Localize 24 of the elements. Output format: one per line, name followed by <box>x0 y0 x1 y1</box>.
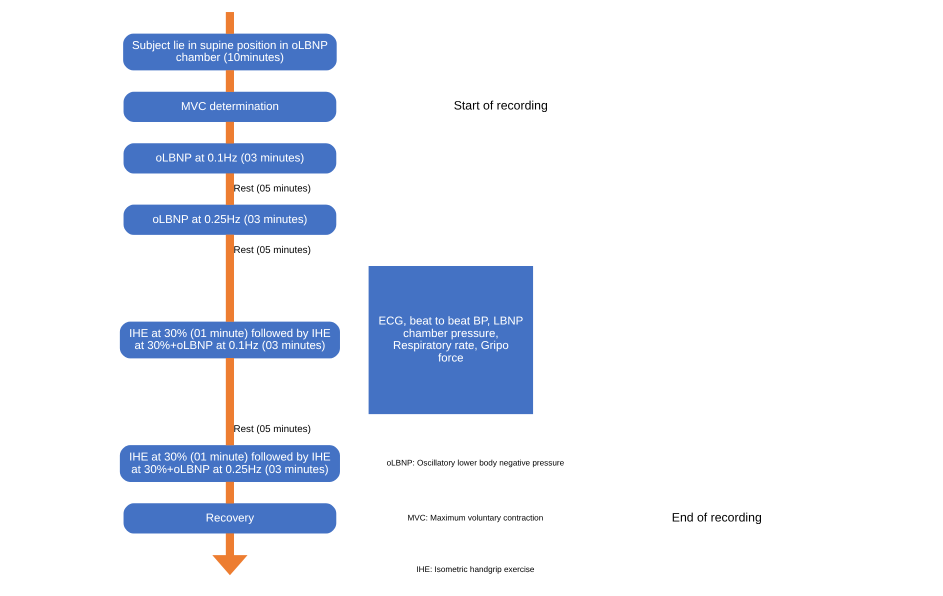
node-box: oLBNP at 0.1Hz (03 minutes) <box>124 143 336 174</box>
label: oLBNP: Oscillatory lower body negative pressure <box>386 458 564 468</box>
connector <box>226 358 234 446</box>
edge-label: Rest (05 minutes) <box>234 424 311 436</box>
label: MVC: Maximum voluntary contraction <box>407 513 544 522</box>
node-box: oLBNP at 0.25Hz (03 minutes) <box>124 204 336 235</box>
node-box: IHE at 30% (01 minute) followed by IHE at 30%+oLBNP at 0.1Hz (03 minutes) <box>120 322 340 358</box>
connector <box>226 122 234 144</box>
arrow <box>212 533 248 576</box>
node-box: Subject lie in supine position in oLBNP chamber (10minutes) <box>123 34 337 70</box>
node-box: ECG, beat to beat BP, LBNP chamber pressure, Respiratory rate, Gripo force <box>368 266 534 414</box>
node-box: MVC determination <box>124 92 336 122</box>
label: Start of recording <box>454 98 548 113</box>
edge-label: Rest (05 minutes) <box>234 244 311 256</box>
node-box: Recovery <box>124 503 336 534</box>
node-box: IHE at 30% (01 minute) followed by IHE at 30%+oLBNP at 0.25Hz (03 minutes) <box>120 445 340 482</box>
label: End of recording <box>672 510 762 524</box>
edge-label: Rest (05 minutes) <box>234 184 311 195</box>
connector <box>226 173 234 205</box>
label: IHE: Isometric handgrip exercise <box>416 564 534 574</box>
connector <box>226 12 234 34</box>
connector <box>226 482 234 504</box>
connector <box>226 234 234 322</box>
connector <box>226 70 234 92</box>
